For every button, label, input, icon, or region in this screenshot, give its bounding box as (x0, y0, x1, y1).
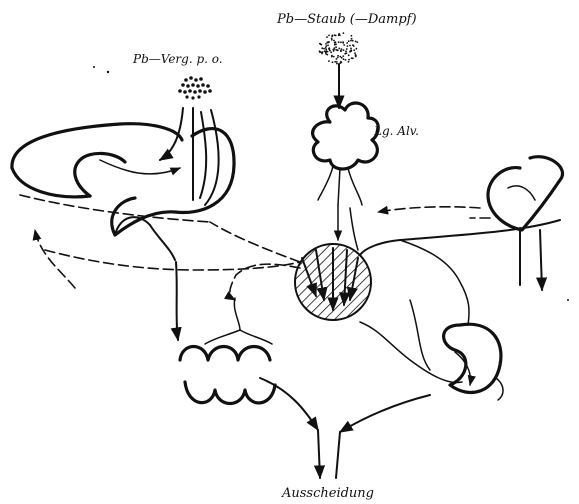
dust-speck (337, 57, 339, 59)
dust-speck (345, 50, 347, 52)
dust-speck (328, 60, 330, 62)
dust-speck (341, 48, 343, 50)
dust-speck (340, 50, 342, 52)
dust-speck (340, 61, 342, 63)
dust-speck (324, 50, 326, 52)
excretion-label: Ausscheidung (281, 486, 374, 501)
dust-speck (350, 40, 352, 42)
dust-speck (344, 53, 346, 55)
dust-speck (327, 51, 329, 53)
dust-speck (328, 35, 330, 37)
dust-speck (322, 51, 324, 53)
dust-speck (319, 50, 321, 52)
dust-speck (335, 41, 337, 43)
oral-intake-label: Pb—Verg. p. o. (132, 52, 223, 66)
dust-speck (355, 41, 357, 43)
dust-speck (356, 48, 358, 50)
dust-speck (334, 44, 336, 46)
dust-speck (336, 58, 338, 60)
lung-alveoli-label: Lg. Alv. (373, 124, 419, 138)
dust-speck (334, 61, 336, 63)
dust-intake-label: Pb—Staub (—Dampf) (276, 12, 417, 27)
dust-speck (342, 55, 344, 57)
dust-speck (325, 43, 327, 45)
dust-speck (350, 49, 352, 51)
lung-alveoli (313, 64, 379, 250)
dust-speck (340, 41, 342, 43)
dust-speck (321, 47, 323, 49)
dust-speck (346, 48, 348, 50)
kidney (360, 322, 501, 392)
dust-speck (342, 41, 344, 43)
dust-speck (335, 46, 337, 48)
dust-speck (319, 43, 321, 45)
dust-speck (333, 40, 335, 42)
dust-speck (335, 49, 337, 51)
circulation-lines (20, 195, 560, 478)
dust-speck (341, 57, 343, 59)
dust-speck (333, 49, 335, 51)
dust-speck (335, 35, 337, 37)
dust-speck (332, 61, 334, 63)
dust-speck (330, 51, 332, 53)
dust-speck (351, 35, 353, 37)
dust-speck (343, 49, 345, 51)
dust-speck (348, 59, 350, 61)
dust-speck (352, 44, 354, 46)
dust-speck (352, 58, 354, 60)
dust-speck (331, 39, 333, 41)
dust-speck (326, 36, 328, 38)
oral-lead-particles (178, 76, 212, 99)
dust-speck (323, 48, 325, 50)
dust-speck (339, 56, 341, 58)
dust-speck (349, 45, 351, 47)
dust-speck (338, 33, 340, 35)
dust-speck (356, 41, 358, 43)
dust-speck (328, 48, 330, 50)
dust-speck (325, 45, 327, 47)
dust-cloud-particles (319, 32, 359, 64)
stomach-and-esophagus (12, 108, 234, 260)
dust-speck (353, 49, 355, 51)
dust-speck (348, 61, 350, 63)
dust-speck (331, 35, 333, 37)
dust-speck (325, 47, 327, 49)
dust-speck (336, 61, 338, 63)
dust-speck (351, 38, 353, 40)
dust-speck (328, 41, 330, 43)
dust-speck (355, 54, 357, 56)
dust-speck (350, 48, 352, 50)
dust-speck (346, 42, 348, 44)
dust-speck (336, 63, 338, 65)
dust-speck (348, 54, 350, 56)
dust-speck (326, 54, 328, 56)
dust-speck (327, 44, 329, 46)
dust-speck (348, 40, 350, 42)
dust-speck (331, 56, 333, 58)
dust-speck (343, 32, 345, 34)
dust-speck (337, 55, 339, 57)
dust-speck (343, 44, 345, 46)
dust-speck (338, 48, 340, 50)
dust-speck (338, 41, 340, 43)
dust-speck (347, 45, 349, 47)
dust-speck (354, 52, 356, 54)
dust-speck (343, 58, 345, 60)
dust-speck (345, 59, 347, 61)
dust-speck (333, 56, 335, 58)
dust-speck (352, 40, 354, 42)
